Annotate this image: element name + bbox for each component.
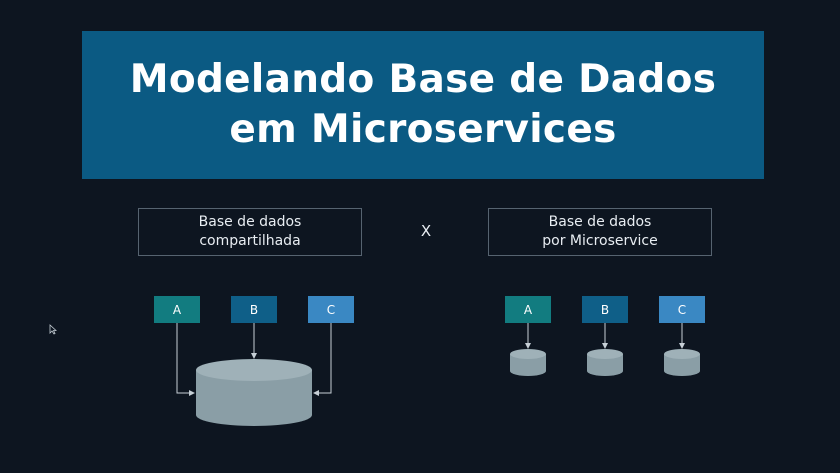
shared-db-label-line1: Base de dados bbox=[198, 214, 302, 230]
title-line-2: em Microservices bbox=[229, 107, 617, 152]
independent-service-c: C bbox=[659, 296, 705, 323]
versus-separator: X bbox=[420, 222, 432, 240]
shared-service-c: C bbox=[308, 296, 354, 323]
mouse-cursor-icon bbox=[49, 324, 57, 335]
shared-service-a: A bbox=[154, 296, 200, 323]
shared-service-b: B bbox=[231, 296, 277, 323]
title-banner: Modelando Base de Dados em Microservices bbox=[82, 31, 764, 179]
per-service-db-label: Base de dados por Microservice bbox=[488, 208, 712, 256]
arrow-icon bbox=[176, 323, 195, 396]
independent-service-a: A bbox=[505, 296, 551, 323]
per-service-db-label-line2: por Microservice bbox=[542, 233, 658, 249]
database-icon bbox=[196, 359, 312, 426]
per-service-db-label-line1: Base de dados bbox=[548, 214, 652, 230]
database-icon bbox=[587, 349, 623, 376]
shared-db-label-line2: compartilhada bbox=[199, 233, 301, 249]
shared-db-label: Base de dados compartilhada bbox=[138, 208, 362, 256]
arrow-icon bbox=[313, 323, 332, 396]
title-line-1: Modelando Base de Dados bbox=[129, 57, 717, 102]
database-icon bbox=[510, 349, 546, 376]
independent-service-b: B bbox=[582, 296, 628, 323]
database-icon bbox=[664, 349, 700, 376]
